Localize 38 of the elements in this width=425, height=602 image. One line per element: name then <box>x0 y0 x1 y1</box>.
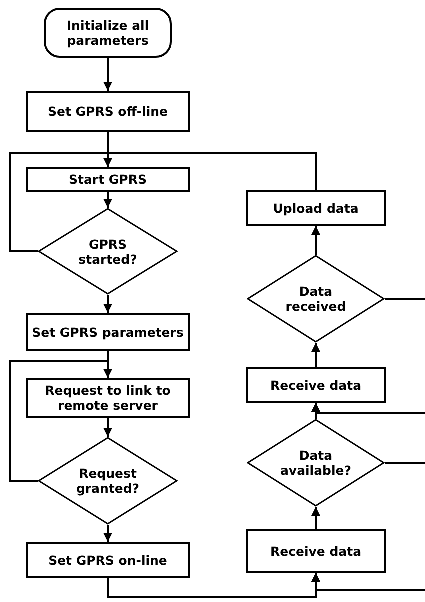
node-label: Receive data <box>270 378 362 392</box>
arrow <box>312 507 320 529</box>
arrow <box>104 192 112 208</box>
arrow <box>312 226 320 255</box>
decision-diamond <box>247 419 385 507</box>
arrow <box>9 360 112 482</box>
decision-diamond <box>247 255 385 343</box>
node-label: Initialize all parameters <box>66 18 150 48</box>
process-box <box>246 190 386 226</box>
arrow <box>312 343 320 367</box>
arrow <box>104 295 112 313</box>
arrow <box>104 418 112 437</box>
arrow <box>312 573 425 591</box>
node-label: Upload data <box>273 200 359 216</box>
arrow <box>312 403 425 414</box>
node-label: Request to link to remote server <box>44 383 172 413</box>
node-label: Data received <box>284 284 348 314</box>
node-label: Start GPRS <box>69 172 147 187</box>
arrow <box>104 58 112 91</box>
node-label: Receive data <box>270 544 362 558</box>
process-box <box>26 313 190 351</box>
node-label: Set GPRS off-line <box>48 104 168 119</box>
node-label: Data available? <box>280 448 352 478</box>
process-box <box>26 91 190 132</box>
decision-diamond <box>38 208 178 295</box>
node-label: GPRS started? <box>78 236 138 266</box>
start-terminal <box>44 8 172 58</box>
node-label: Set GPRS on-line <box>48 552 168 568</box>
process-box <box>26 167 190 192</box>
process-box <box>26 542 190 578</box>
decision-diamond <box>38 437 178 525</box>
process-box <box>26 378 190 418</box>
node-label: Request granted? <box>75 466 141 496</box>
process-box <box>246 367 386 403</box>
arrow <box>104 152 317 190</box>
node-label: Set GPRS parameters <box>32 324 184 340</box>
process-box <box>246 529 386 573</box>
arrow <box>104 525 112 542</box>
